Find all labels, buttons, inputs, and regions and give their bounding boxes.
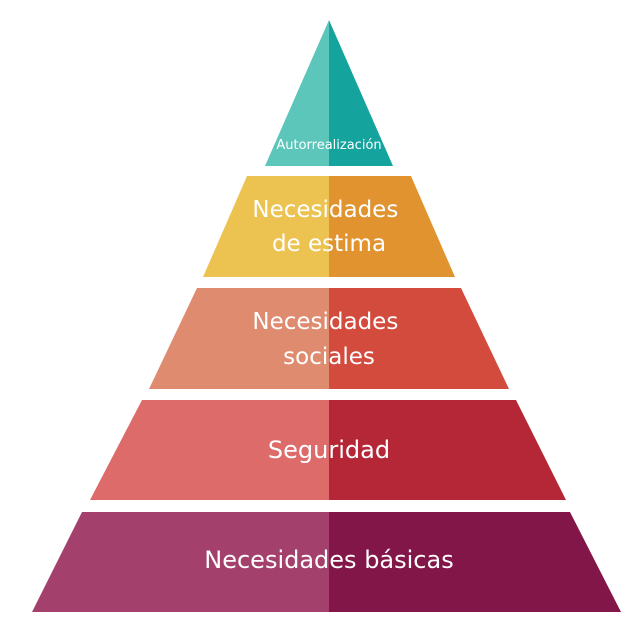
level-right-half — [329, 512, 621, 612]
level-label-line: de estima — [272, 231, 386, 257]
pyramid-level-seguridad: Seguridad — [90, 400, 566, 500]
pyramid-level-autorrealizacion: Autorrealización — [265, 20, 393, 166]
level-label-line: Seguridad — [268, 436, 390, 464]
level-right-half — [329, 20, 393, 166]
level-label: Necesidades básicas — [204, 546, 453, 574]
level-label-line: Necesidades — [252, 309, 398, 335]
pyramid-level-estima: Necesidades de estima — [203, 176, 455, 277]
level-left-half — [203, 176, 329, 277]
level-left-half — [90, 400, 329, 500]
level-label-line: Autorrealización — [276, 138, 381, 153]
pyramid-level-basicas: Necesidades básicas — [32, 512, 621, 612]
level-left-half — [265, 20, 329, 166]
pyramid-level-sociales: Necesidades sociales — [149, 288, 509, 389]
level-label-line: Necesidades básicas — [204, 546, 453, 574]
level-label: Seguridad — [268, 436, 390, 464]
level-label: Autorrealización — [276, 138, 381, 153]
level-right-half — [329, 400, 566, 500]
level-left-half — [149, 288, 329, 389]
level-right-half — [329, 176, 455, 277]
level-label-line: sociales — [283, 344, 375, 370]
level-label-line: Necesidades — [252, 197, 398, 223]
level-right-half — [329, 288, 509, 389]
level-left-half — [32, 512, 329, 612]
level-label: Necesidades sociales — [252, 309, 405, 370]
level-label: Necesidades de estima — [252, 197, 405, 257]
